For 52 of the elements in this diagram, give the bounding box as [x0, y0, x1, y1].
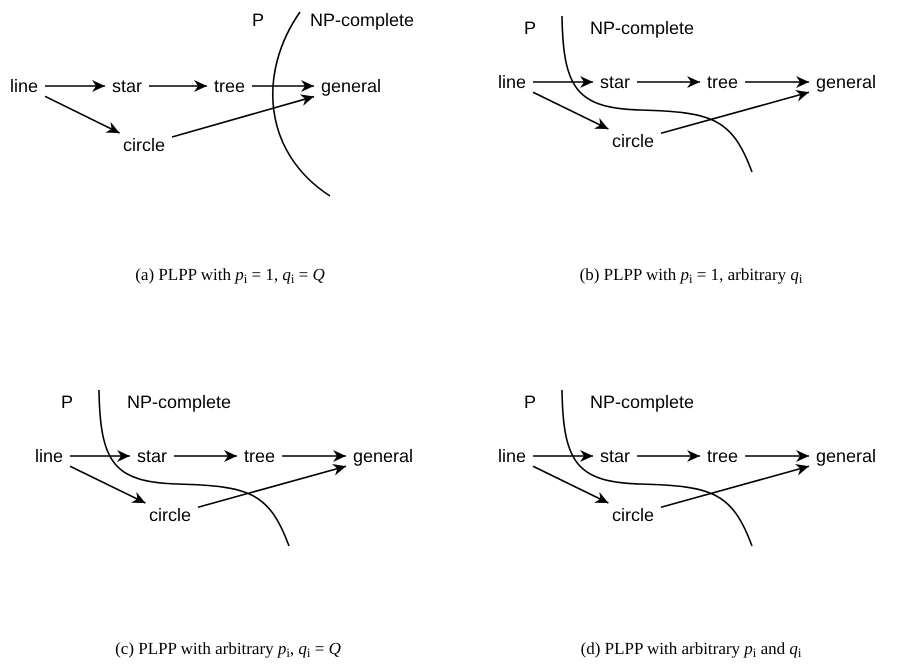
subfigure-caption: (b) PLPP with p$_{i}$ = 1, arbitrary q$_{i}$ — [580, 265, 802, 285]
arrow — [70, 450, 130, 462]
arrow — [660, 90, 810, 134]
region-label: NP-complete — [590, 18, 694, 38]
graph-class-label: general — [321, 76, 382, 96]
graph-class-label: circle — [149, 505, 192, 525]
graph-class-label: circle — [612, 505, 654, 525]
graph-class-label: general — [816, 72, 876, 92]
region-label: NP-complete — [310, 10, 414, 30]
graph-class-label: tree — [707, 446, 738, 466]
arrow — [174, 450, 237, 462]
arrow — [745, 450, 809, 462]
graph-class-label: circle — [123, 135, 166, 155]
graph-class-label: tree — [214, 76, 246, 96]
region-label: P — [524, 392, 536, 412]
arrow — [660, 464, 810, 508]
arrow — [745, 76, 809, 88]
arrow — [45, 80, 105, 92]
region-label: P — [252, 10, 264, 30]
subfigure-caption: (a) PLPP with p$_{i}$ = 1, q$_{i}$ = Q — [135, 265, 325, 285]
arrow — [70, 466, 146, 504]
arrow — [637, 450, 700, 462]
graph-class-label: star — [137, 446, 168, 466]
arrow — [44, 96, 120, 134]
region-label: P — [524, 18, 536, 38]
graph-class-label: star — [112, 76, 142, 96]
graph-class-label: star — [600, 72, 630, 92]
graph-class-label: tree — [244, 446, 276, 466]
arrow — [637, 76, 700, 88]
arrow — [252, 80, 314, 92]
arrow — [282, 450, 346, 462]
arrow — [149, 80, 207, 92]
arrow — [533, 450, 593, 462]
arrow — [172, 94, 314, 138]
graph-class-label: tree — [707, 72, 738, 92]
graph-class-label: line — [35, 446, 64, 466]
region-label: NP-complete — [127, 392, 232, 412]
graph-class-label: line — [10, 76, 38, 96]
graph-class-label: line — [498, 72, 526, 92]
arrow — [198, 464, 346, 508]
graph-class-label: star — [600, 446, 630, 466]
graph-class-label: circle — [612, 131, 654, 151]
arrow — [532, 466, 609, 504]
arrow — [533, 76, 593, 88]
region-label: NP-complete — [590, 392, 694, 412]
graph-class-label: general — [353, 446, 414, 466]
region-label: P — [61, 392, 74, 412]
graph-class-label: line — [498, 446, 526, 466]
arrow — [532, 92, 609, 130]
subfigure-caption: (d) PLPP with arbitrary p$_{i}$ and q$_{i}$ — [580, 639, 802, 659]
graph-class-label: general — [816, 446, 876, 466]
subfigure-caption: (c) PLPP with arbitrary p$_{i}$, q$_{i}$ = Q — [115, 639, 341, 659]
